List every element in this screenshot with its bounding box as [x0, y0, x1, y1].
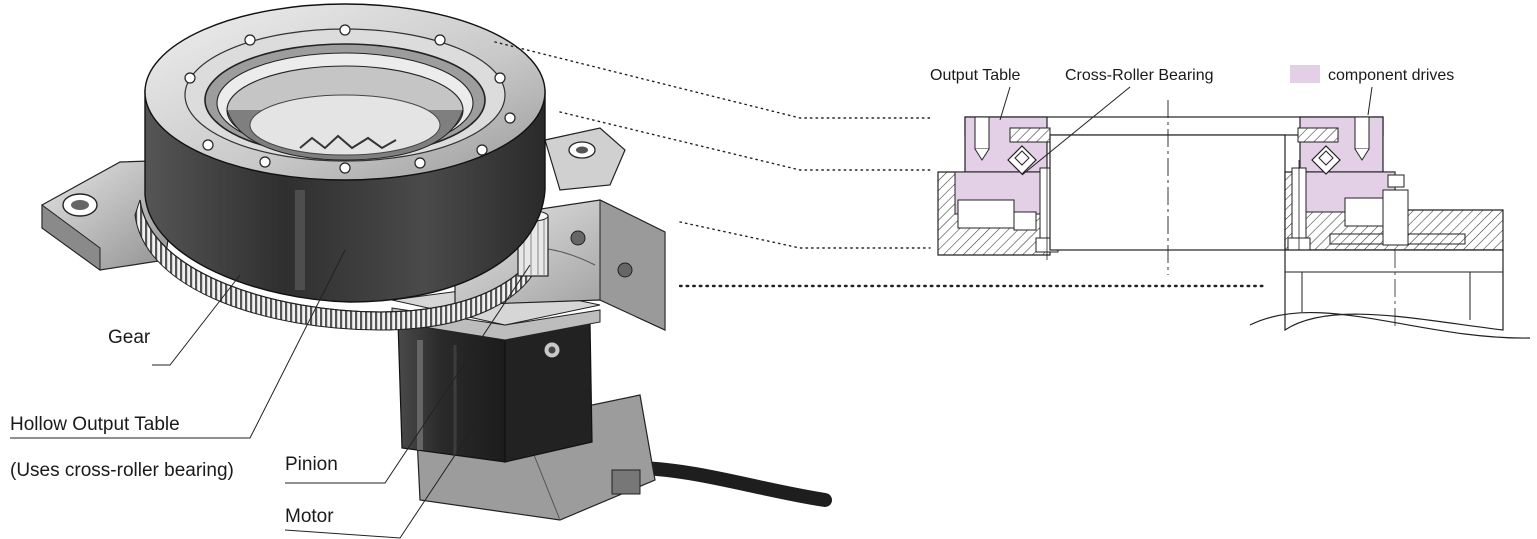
cross-section-right-half: [1284, 116, 1504, 260]
component-drives-leader: [1367, 86, 1373, 116]
motor-housing-section: [1249, 249, 1531, 339]
motor-leader: [284, 424, 476, 539]
component-drives-region-right: [1299, 116, 1384, 173]
motor-cable: [633, 461, 832, 507]
connector-lines: [494, 41, 1267, 288]
cross-roller-bearing-label: Cross-Roller Bearing: [1065, 67, 1214, 84]
pinion-leader: [285, 264, 531, 484]
hollow-bore: [1049, 100, 1286, 275]
gear-leader: [152, 274, 241, 366]
motor-label: Motor: [285, 506, 334, 527]
legend: component drives: [1290, 65, 1454, 84]
hollow-output-table: [144, 3, 546, 303]
hollow-rotary-actuator-illustration: Gear Hollow Output Table (Uses cross-rol…: [10, 3, 832, 539]
cross-section-left-half: [937, 116, 1059, 260]
illustration-leader-lines: [10, 249, 531, 539]
cross-section-labels: Output Table Cross-Roller Bearing: [930, 67, 1373, 176]
legend-swatch: [1290, 65, 1320, 83]
output-table-label: Output Table: [930, 67, 1021, 84]
motor-body: [397, 321, 593, 463]
hollow-output-table-note: (Uses cross-roller bearing): [10, 460, 234, 481]
hollow-output-table-leader: [10, 249, 346, 439]
legend-label: component drives: [1328, 67, 1454, 84]
gear-label: Gear: [108, 327, 151, 348]
mounting-flange-right: [544, 127, 626, 191]
hollow-output-table-label: Hollow Output Table: [10, 414, 180, 435]
pinion-label: Pinion: [285, 454, 338, 475]
cross-section-diagram: Output Table Cross-Roller Bearing compon…: [930, 65, 1531, 339]
